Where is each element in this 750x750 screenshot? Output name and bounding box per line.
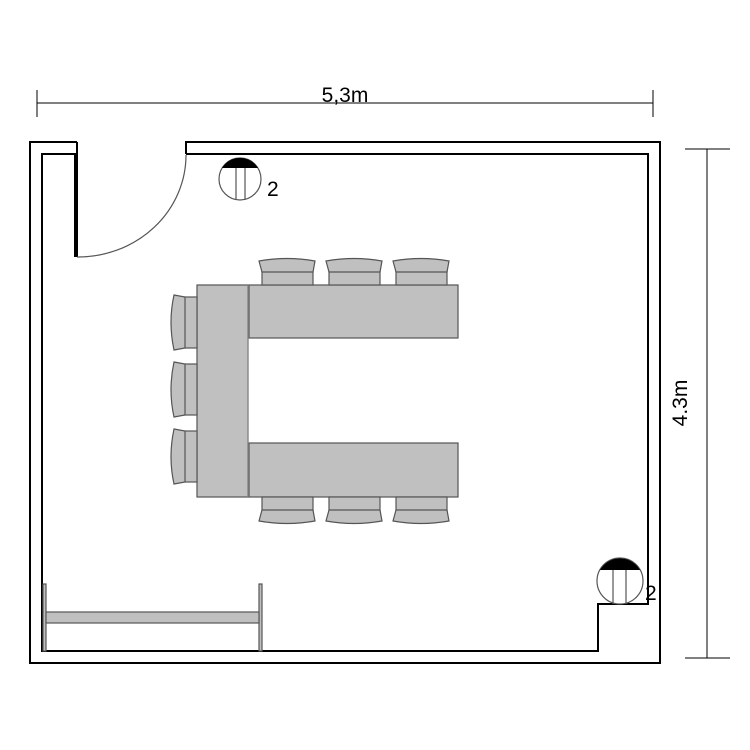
chair-icon [392,496,450,525]
lamp-icon [596,557,644,605]
width-dimension-label: 5,3m [322,84,369,107]
height-dimension [685,148,730,659]
chair-icon [325,496,383,525]
table-top [248,284,459,339]
chairs [170,257,450,525]
table-bottom [248,442,459,498]
lamp-icon [218,157,262,201]
chair-icon [325,257,383,286]
table-left [196,284,249,498]
lamp-label: 2 [645,582,657,605]
chair-icon [170,361,198,418]
height-dimension-label: 4.3m [669,380,692,427]
shelf [42,583,263,652]
lamp-label: 2 [267,178,279,201]
door-swing [76,154,187,258]
chair-icon [392,257,450,286]
chair-icon [170,294,198,351]
u-shaped-table [196,284,459,498]
chair-icon [258,257,316,286]
chair-icon [170,428,198,485]
width-dimension [36,90,654,117]
chair-icon [258,496,316,525]
walls [29,141,661,664]
